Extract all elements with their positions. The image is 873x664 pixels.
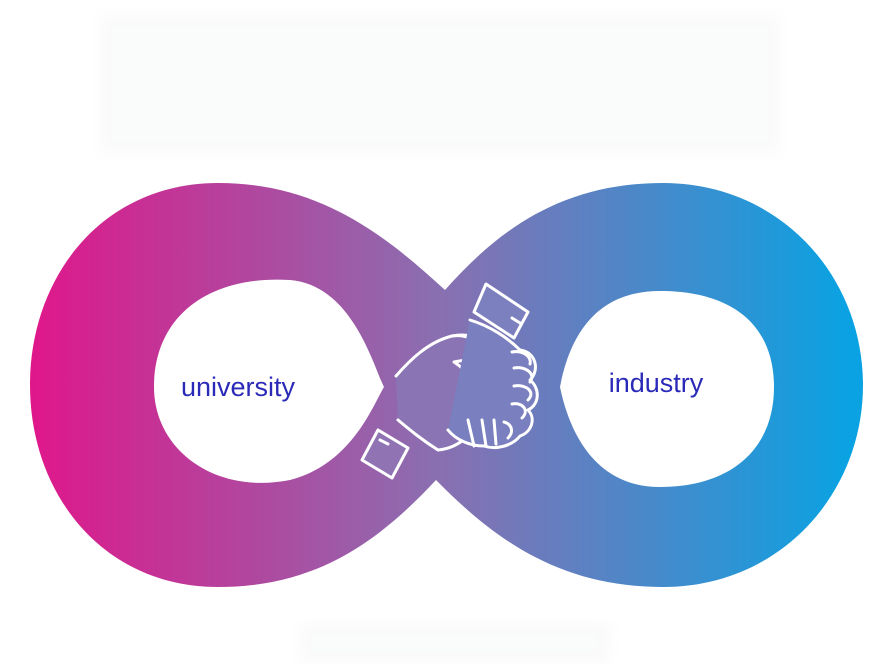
finger-4 (510, 402, 527, 420)
finger-3 (512, 384, 533, 402)
left-cuff-button (378, 438, 390, 446)
finger-2 (512, 366, 534, 384)
university-label: university (181, 372, 296, 402)
handshake-icon (360, 282, 539, 480)
faded-background-panels (100, 14, 780, 664)
palm-crease-1 (466, 418, 476, 448)
palm-crease-2 (480, 418, 488, 448)
industry-label: industry (609, 368, 704, 398)
finger-1 (510, 350, 532, 366)
right-cuff (472, 282, 530, 340)
right-cuff-button (510, 316, 522, 325)
palm-crease-3 (492, 418, 498, 446)
finger-5 (502, 420, 513, 440)
left-cuff (360, 428, 410, 480)
